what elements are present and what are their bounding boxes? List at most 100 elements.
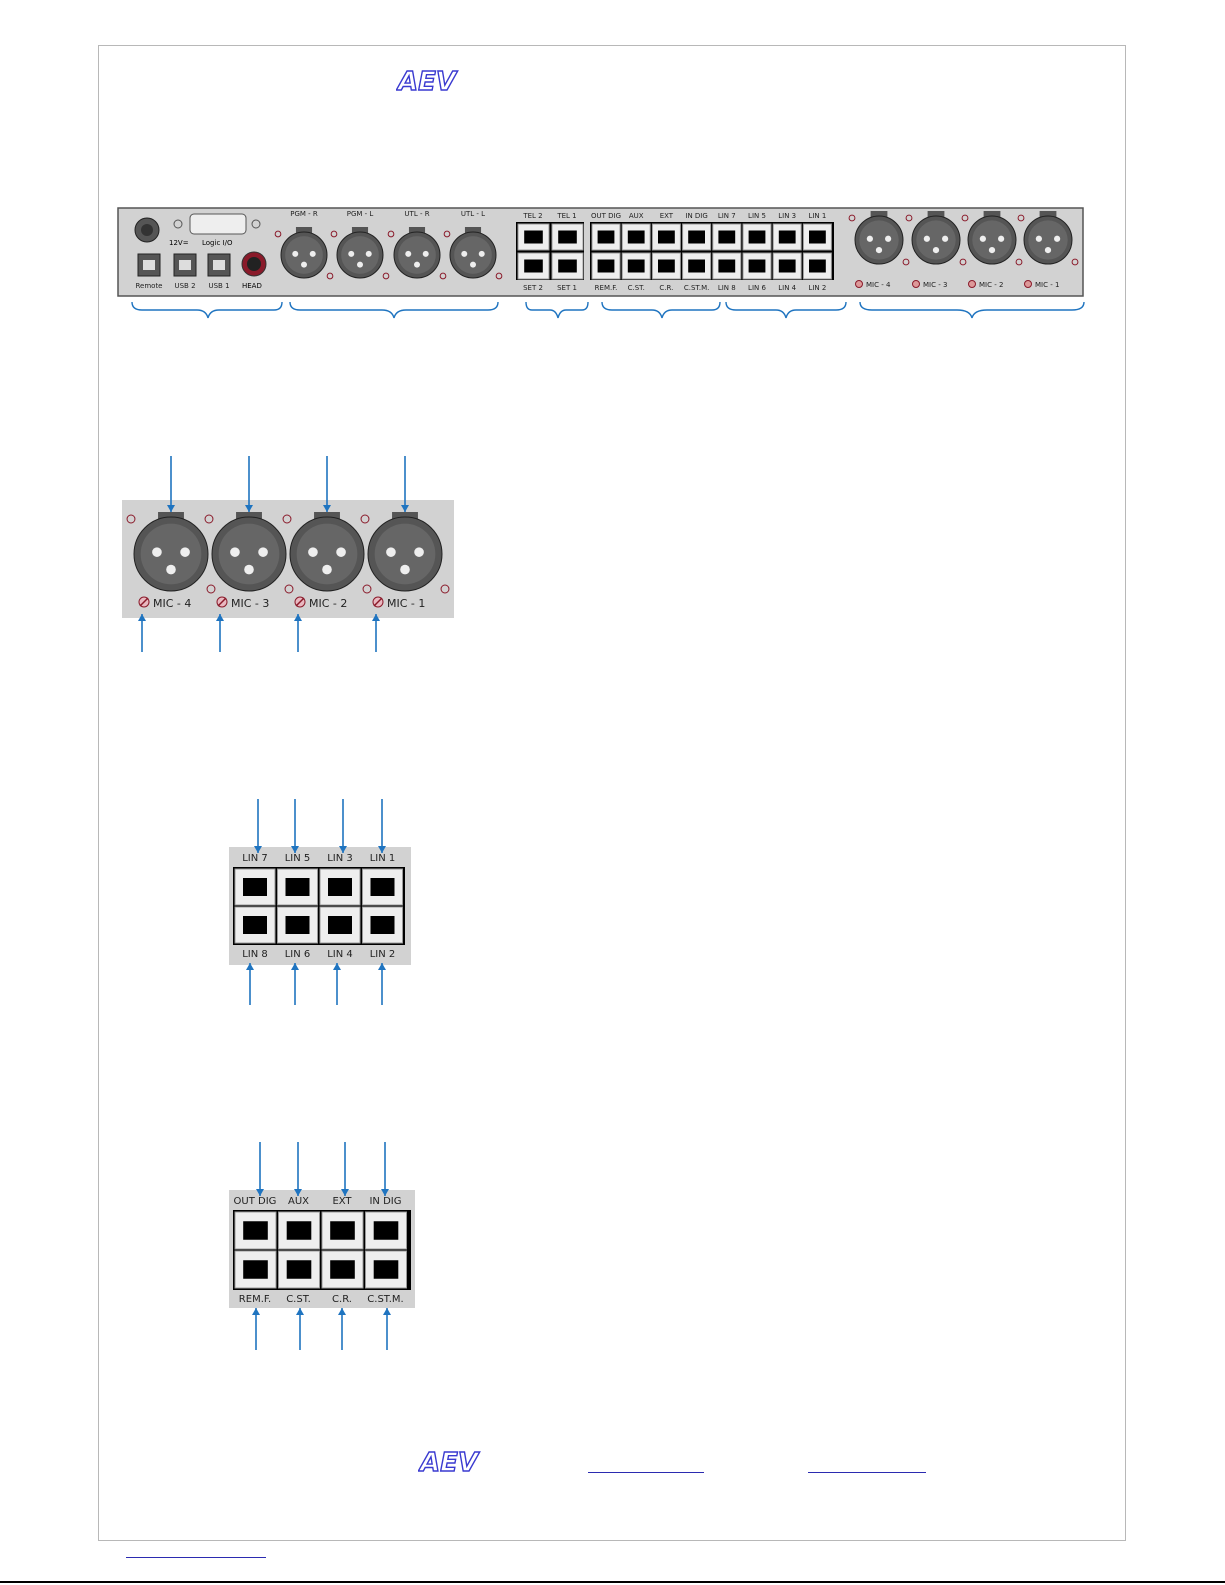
xlr-output-label: UTL - L [461, 210, 485, 218]
usb-port [137, 253, 161, 277]
dig-bottom-label: C.ST. [286, 1294, 311, 1305]
rj-socket [802, 252, 832, 280]
arrow-down [323, 456, 331, 512]
usb-label: Remote [135, 282, 162, 290]
arrow-up [372, 614, 380, 652]
lin-socket [234, 906, 276, 944]
arrow-up [338, 1308, 346, 1350]
rj-socket [802, 223, 832, 251]
rj-socket [772, 223, 802, 251]
rj-socket [621, 223, 651, 251]
lin-top-label: LIN 1 [370, 853, 396, 864]
tel-top-label: TEL 2 [522, 212, 542, 220]
arrow-down [245, 456, 253, 512]
rj-bottom-label: LIN 4 [778, 284, 796, 292]
rj-top-label: LIN 3 [778, 212, 796, 220]
usb-port [207, 253, 231, 277]
head-label: HEAD [242, 282, 262, 290]
lin-top-label: LIN 3 [327, 853, 353, 864]
xlr-output-connector [274, 227, 334, 280]
dig-top-label: AUX [288, 1196, 309, 1207]
arrow-down [401, 456, 409, 512]
xlr-output-connector [387, 227, 447, 280]
dig-socket [321, 1211, 364, 1250]
rj-socket [651, 252, 681, 280]
rj-bottom-label: LIN 6 [748, 284, 766, 292]
rj-socket [682, 223, 712, 251]
mic-xlr-connector [905, 211, 967, 266]
dig-socket [365, 1211, 407, 1250]
rj-top-label: LIN 5 [748, 212, 766, 220]
usb-label: USB 2 [174, 282, 195, 290]
mic-detail-xlr-connector [126, 512, 216, 594]
rj-top-label: EXT [660, 212, 674, 220]
footer-link-1[interactable] [588, 1472, 704, 1473]
mic-detail-xlr-connector [204, 512, 294, 594]
tel-bottom-label: SET 1 [557, 284, 577, 292]
rj-bottom-label: LIN 2 [808, 284, 826, 292]
rj-top-label: LIN 7 [718, 212, 736, 220]
footer-link-3[interactable] [126, 1557, 266, 1558]
aev-logo-bottom: AEV [418, 1447, 481, 1475]
xlr-output-connector [443, 227, 503, 280]
arrow-down [254, 799, 262, 853]
aev-logo-top: AEV [396, 66, 459, 94]
mic-label: MIC - 1 [1035, 281, 1059, 289]
mic-detail-label: MIC - 4 [153, 597, 191, 610]
tel-socket [551, 252, 584, 280]
arrow-up [383, 1308, 391, 1350]
dig-socket [321, 1250, 364, 1289]
lin-socket [277, 868, 318, 906]
arrow-down [341, 1142, 349, 1196]
arrow-up [252, 1308, 260, 1350]
rj-bottom-label: C.ST.M. [684, 284, 710, 292]
lin-top-label: LIN 7 [242, 853, 268, 864]
mic-xlr-connector [961, 211, 1023, 266]
xlr-output-label: PGM - R [290, 210, 318, 218]
rj-socket [591, 223, 621, 251]
mic-detail-label: MIC - 2 [309, 597, 347, 610]
arrow-up [294, 614, 302, 652]
dig-socket [365, 1250, 407, 1289]
rj-socket [651, 223, 681, 251]
page-border [98, 45, 1126, 1541]
arrow-down [378, 799, 386, 853]
rj-socket [621, 252, 651, 280]
rj-bottom-label: C.ST. [628, 284, 645, 292]
mic-detail-xlr-connector [360, 512, 450, 594]
lin-bottom-label: LIN 4 [327, 949, 353, 960]
arrow-down [339, 799, 347, 853]
rj-socket [682, 252, 712, 280]
dig-top-label: OUT DIG [234, 1196, 277, 1207]
arrow-down [256, 1142, 264, 1196]
rj-top-label: LIN 1 [808, 212, 826, 220]
arrow-down [291, 799, 299, 853]
mic-label: MIC - 3 [923, 281, 947, 289]
arrow-up [296, 1308, 304, 1350]
arrow-down [167, 456, 175, 512]
tel-top-label: TEL 1 [556, 212, 576, 220]
mic-label: MIC - 2 [979, 281, 1003, 289]
rj-top-label: IN DIG [685, 212, 707, 220]
xlr-output-label: PGM - L [347, 210, 374, 218]
mic-xlr-connector [848, 211, 910, 266]
rj-top-label: AUX [629, 212, 644, 220]
lin-socket [319, 868, 361, 906]
rj-socket [742, 223, 772, 251]
dig-top-label: EXT [332, 1196, 352, 1207]
dig-socket [234, 1250, 277, 1289]
dig-bottom-label: C.R. [332, 1294, 352, 1305]
arrow-down [381, 1142, 389, 1196]
lin-bottom-label: LIN 8 [242, 949, 268, 960]
mic-detail-xlr-connector [282, 512, 372, 594]
rj-socket [712, 223, 742, 251]
xlr-output-label: UTL - R [404, 210, 429, 218]
footer-link-2[interactable] [808, 1472, 926, 1473]
arrow-up [246, 963, 254, 1005]
dig-socket [278, 1250, 320, 1289]
tel-socket [551, 223, 584, 251]
logic-label: Logic I/O [202, 239, 233, 247]
power-label: 12V= [169, 239, 189, 247]
